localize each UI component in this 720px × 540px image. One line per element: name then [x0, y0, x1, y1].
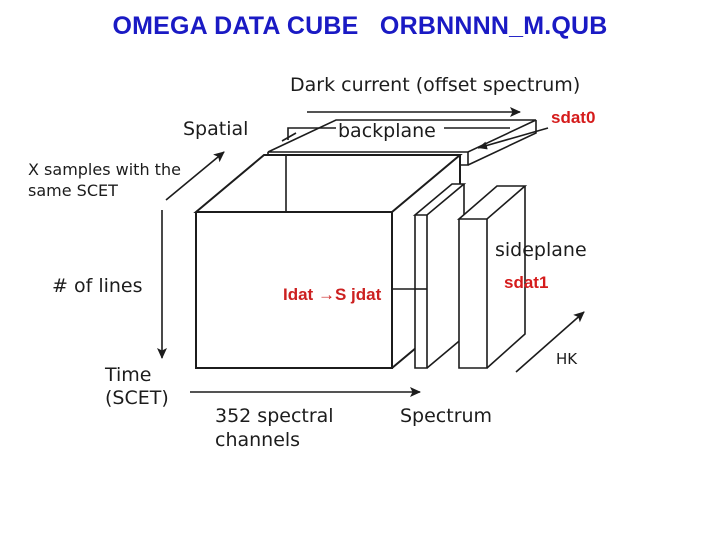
dark-current-label: Dark current (offset spectrum) [290, 74, 580, 96]
time-label-line2: (SCET) [105, 387, 169, 409]
sideplane-slab-outer [456, 185, 528, 369]
spectral-channels-label-line2: channels [215, 429, 300, 451]
hk-annotation: HK [515, 311, 585, 373]
lines-time-annotation: # of lines Time (SCET) [52, 210, 169, 409]
sdat1-label: sdat1 [504, 273, 548, 292]
sdat0-annotation: sdat0 [477, 108, 595, 150]
hk-label: HK [556, 350, 578, 368]
x-samples-label-line2: same SCET [28, 181, 118, 200]
dark-current-annotation: Dark current (offset spectrum) [290, 74, 580, 117]
time-label-line1: Time [104, 364, 152, 386]
backplane-label: backplane [338, 120, 436, 142]
x-samples-label-line1: X samples with the [28, 160, 181, 179]
spectral-channels-label-line1: 352 spectral [215, 405, 334, 427]
backplane-annotation: backplane [287, 120, 510, 142]
spatial-annotation: Spatial [165, 118, 248, 201]
spatial-label: Spatial [183, 118, 248, 140]
spectrum-annotation: 352 spectral channels Spectrum [190, 387, 492, 451]
sdat0-leader-arrow [477, 127, 549, 150]
sideplane-annotation: sideplane sdat1 [495, 239, 587, 292]
hk-arrow [515, 311, 585, 373]
x-samples-annotation: X samples with the same SCET [28, 160, 181, 200]
sideplane-slab-inner [412, 183, 467, 369]
spatial-arrow [165, 151, 225, 201]
spectrum-label: Spectrum [400, 405, 492, 427]
page-title: OMEGA DATA CUBE ORBNNNN_M.QUB [112, 12, 608, 40]
sideplane-label: sideplane [495, 239, 587, 261]
sdat0-label: sdat0 [551, 108, 595, 127]
idat-sjdat-label: Idat →S jdat [283, 285, 382, 304]
num-of-lines-label: # of lines [52, 275, 143, 297]
